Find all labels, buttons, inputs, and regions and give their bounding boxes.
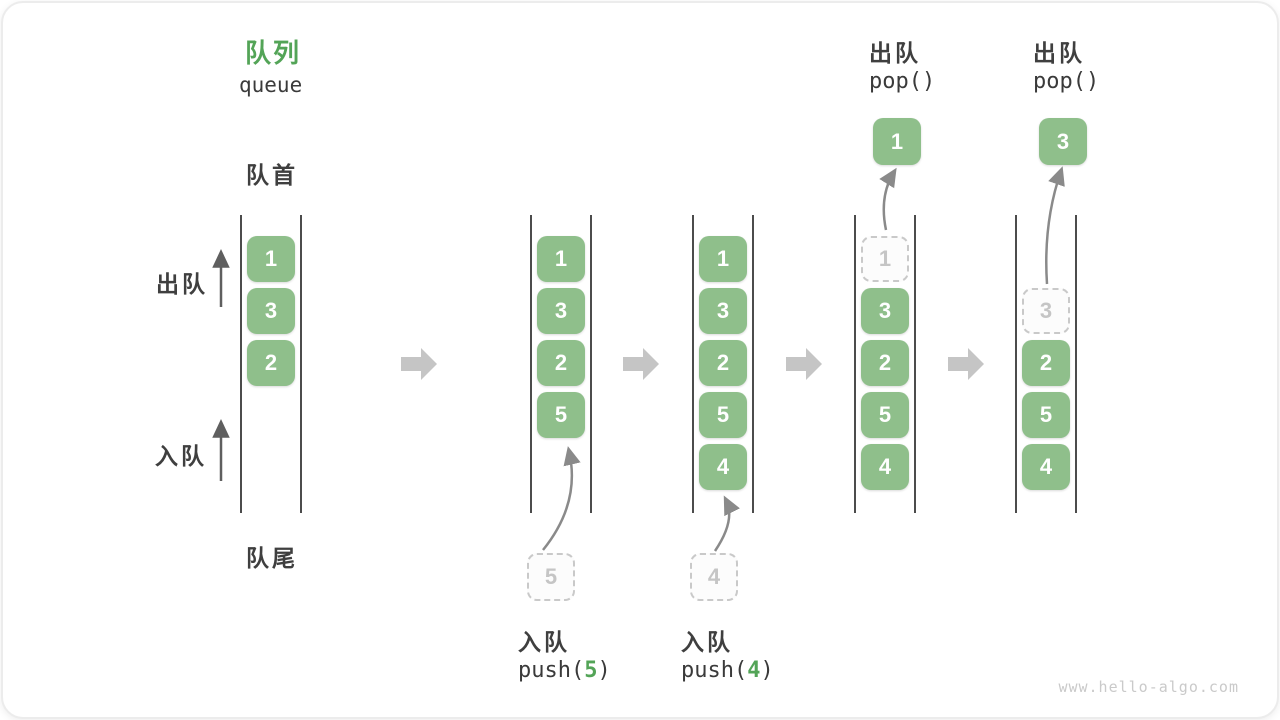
queue-item: 5 [537,392,585,438]
queue-item: 3 [699,288,747,334]
label-dequeue-action: 出队 [869,40,921,66]
removed-item-ghost: 1 [861,236,909,282]
popped-item: 3 [1039,118,1087,165]
queue-item: 2 [247,340,295,386]
enqueue-curve-arrow [542,446,581,551]
state-transition-arrow [948,348,984,380]
queue-item: 5 [699,392,747,438]
queue-rail-right [1075,215,1077,513]
state-transition-arrow [401,348,437,380]
state-transition-arrow [786,348,822,380]
arrows-overlay [212,166,1065,552]
label-dequeue: 出队 [156,271,208,297]
page-subtitle: queue [239,73,303,97]
queue-item: 1 [247,236,295,282]
label-enqueue-action: 入队 [681,629,733,655]
queue-item: 2 [861,340,909,386]
state-transition-arrow [623,348,659,380]
page-title: 队列 [245,38,302,68]
queue-rail-left [692,215,694,513]
queue-rail-right [914,215,916,513]
queue-item: 4 [1022,444,1070,490]
queue-item: 2 [1022,340,1070,386]
queue-item: 2 [537,340,585,386]
popped-item: 1 [873,118,921,165]
queue-item: 4 [861,444,909,490]
label-dequeue-action: 出队 [1033,40,1085,66]
queue-rail-left [1015,215,1017,513]
queue-item: 5 [861,392,909,438]
queue-rail-right [590,215,592,513]
queue-rail-right [300,215,302,513]
label-queue-front: 队首 [246,162,298,188]
label-push-code: push(4) [681,658,774,683]
queue-item: 1 [699,236,747,282]
label-enqueue-action: 入队 [518,629,570,655]
push-argument: 4 [747,658,761,683]
watermark: www.hello-algo.com [1058,678,1239,696]
queue-item: 5 [1022,392,1070,438]
queue-rail-right [752,215,754,513]
enqueue-curve-arrow [713,495,740,552]
queue-item: 3 [861,288,909,334]
label-queue-rear: 队尾 [246,545,298,571]
incoming-item-ghost: 5 [527,553,575,601]
queue-rail-left [240,215,242,513]
label-pop-code: pop() [1033,69,1100,94]
queue-rail-left [854,215,856,513]
incoming-item-ghost: 4 [690,553,738,601]
queue-item: 2 [699,340,747,386]
dequeue-curve-arrow [1045,166,1065,285]
queue-item: 1 [537,236,585,282]
queue-rail-left [530,215,532,513]
queue-item: 3 [247,288,295,334]
push-argument: 5 [584,658,598,683]
queue-item: 3 [537,288,585,334]
removed-item-ghost: 3 [1022,288,1070,334]
label-enqueue: 入队 [155,443,207,469]
dequeue-curve-arrow [879,167,897,231]
queue-item: 4 [699,444,747,490]
label-push-code: push(5) [518,658,611,683]
label-pop-code: pop() [869,69,936,94]
